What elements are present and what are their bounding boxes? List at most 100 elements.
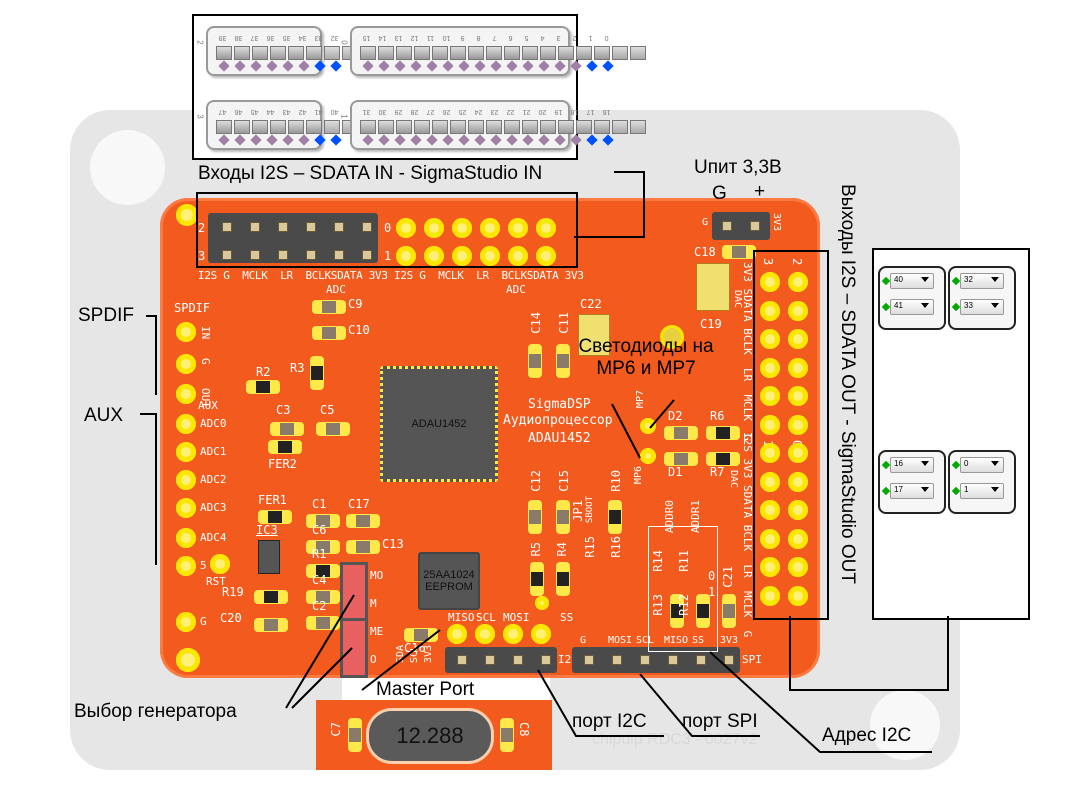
channel-dropdown[interactable]: 33 <box>960 299 1004 315</box>
block-pin[interactable] <box>288 46 304 60</box>
block-pin[interactable] <box>504 46 520 60</box>
output-pad[interactable] <box>760 585 780 606</box>
output-pad[interactable] <box>788 300 808 321</box>
header-pin[interactable] <box>250 250 260 260</box>
block-pin[interactable] <box>594 120 610 134</box>
output-pad[interactable] <box>760 557 780 577</box>
i2c-header-pin[interactable] <box>457 655 467 665</box>
output-pad[interactable] <box>760 272 780 292</box>
header-pad[interactable] <box>396 246 416 266</box>
output-pad[interactable] <box>788 386 808 406</box>
output-pad[interactable] <box>760 528 780 549</box>
channel-dropdown[interactable]: 32 <box>960 273 1004 289</box>
output-pad[interactable] <box>760 414 780 435</box>
output-pad[interactable] <box>788 443 808 463</box>
block-pin[interactable] <box>360 46 376 60</box>
block-pin[interactable] <box>306 120 322 134</box>
left-pad[interactable] <box>176 384 196 404</box>
output-pad[interactable] <box>788 357 808 378</box>
pad-miso[interactable] <box>447 624 467 644</box>
block-pin[interactable] <box>576 120 592 134</box>
channel-dropdown[interactable]: 40 <box>890 273 934 289</box>
header-pin[interactable] <box>362 222 372 232</box>
header-pin[interactable] <box>222 250 232 260</box>
block-pin[interactable] <box>252 120 268 134</box>
header-pad[interactable] <box>536 246 556 266</box>
spi-header-pin[interactable] <box>612 655 622 665</box>
left-pad[interactable] <box>176 612 196 632</box>
pad-rst[interactable] <box>210 554 230 574</box>
block-pin[interactable] <box>234 120 250 134</box>
left-pad[interactable] <box>176 528 196 548</box>
block-pin[interactable] <box>378 46 394 60</box>
block-pin[interactable] <box>540 46 556 60</box>
block-pin[interactable] <box>378 120 394 134</box>
header-pad[interactable] <box>508 218 528 238</box>
output-pad[interactable] <box>760 300 780 321</box>
block-pin[interactable] <box>486 120 502 134</box>
block-pin[interactable] <box>396 46 412 60</box>
pad-ss[interactable] <box>531 624 551 644</box>
header-pin[interactable] <box>334 222 344 232</box>
block-pin[interactable] <box>486 46 502 60</box>
header-pad[interactable] <box>424 218 444 238</box>
output-pad[interactable] <box>788 500 808 520</box>
block-pin[interactable] <box>630 46 646 60</box>
header-pin[interactable] <box>278 222 288 232</box>
header-pad[interactable] <box>452 218 472 238</box>
block-pin[interactable] <box>252 46 268 60</box>
output-pad[interactable] <box>760 329 780 349</box>
block-pin[interactable] <box>522 120 538 134</box>
block-pin[interactable] <box>576 46 592 60</box>
block-pin[interactable] <box>468 46 484 60</box>
block-pin[interactable] <box>216 120 232 134</box>
channel-dropdown[interactable]: 0 <box>960 457 1004 473</box>
header-pin[interactable] <box>306 250 316 260</box>
output-pad[interactable] <box>788 329 808 349</box>
block-pin[interactable] <box>306 46 322 60</box>
output-pad[interactable] <box>788 557 808 577</box>
block-pin[interactable] <box>432 120 448 134</box>
i2c-header-pin[interactable] <box>541 655 551 665</box>
output-pad[interactable] <box>788 585 808 606</box>
block-pin[interactable] <box>414 120 430 134</box>
block-pin[interactable] <box>612 46 628 60</box>
output-pad[interactable] <box>788 471 808 492</box>
block-pin[interactable] <box>270 120 286 134</box>
spi-header-pin[interactable] <box>724 655 734 665</box>
channel-dropdown[interactable]: 1 <box>960 483 1004 499</box>
block-pin[interactable] <box>522 46 538 60</box>
output-pad[interactable] <box>760 500 780 520</box>
header-pad[interactable] <box>396 218 416 238</box>
block-pin[interactable] <box>414 46 430 60</box>
left-pad[interactable] <box>176 442 196 462</box>
block-pin[interactable] <box>558 46 574 60</box>
pad-mp7[interactable] <box>640 418 656 434</box>
output-pad[interactable] <box>788 528 808 549</box>
output-pad[interactable] <box>760 386 780 406</box>
i2c-header-pin[interactable] <box>513 655 523 665</box>
channel-dropdown[interactable]: 17 <box>890 483 934 499</box>
block-pin[interactable] <box>396 120 412 134</box>
output-pad[interactable] <box>760 471 780 492</box>
block-pin[interactable] <box>558 120 574 134</box>
header-pin[interactable] <box>250 222 260 232</box>
header-pad[interactable] <box>452 246 472 266</box>
spi-header-pin[interactable] <box>668 655 678 665</box>
left-pad[interactable] <box>176 556 196 576</box>
header-pin[interactable] <box>334 250 344 260</box>
spi-header-pin[interactable] <box>584 655 594 665</box>
block-pin[interactable] <box>630 120 646 134</box>
block-pin[interactable] <box>450 120 466 134</box>
left-pad[interactable] <box>176 322 196 342</box>
block-pin[interactable] <box>324 120 340 134</box>
block-pin[interactable] <box>504 120 520 134</box>
channel-dropdown[interactable]: 41 <box>890 299 934 315</box>
left-pad[interactable] <box>176 498 196 518</box>
block-pin[interactable] <box>360 120 376 134</box>
block-pin[interactable] <box>612 120 628 134</box>
block-pin[interactable] <box>234 46 250 60</box>
block-pin[interactable] <box>288 120 304 134</box>
i2c-header-pin[interactable] <box>485 655 495 665</box>
